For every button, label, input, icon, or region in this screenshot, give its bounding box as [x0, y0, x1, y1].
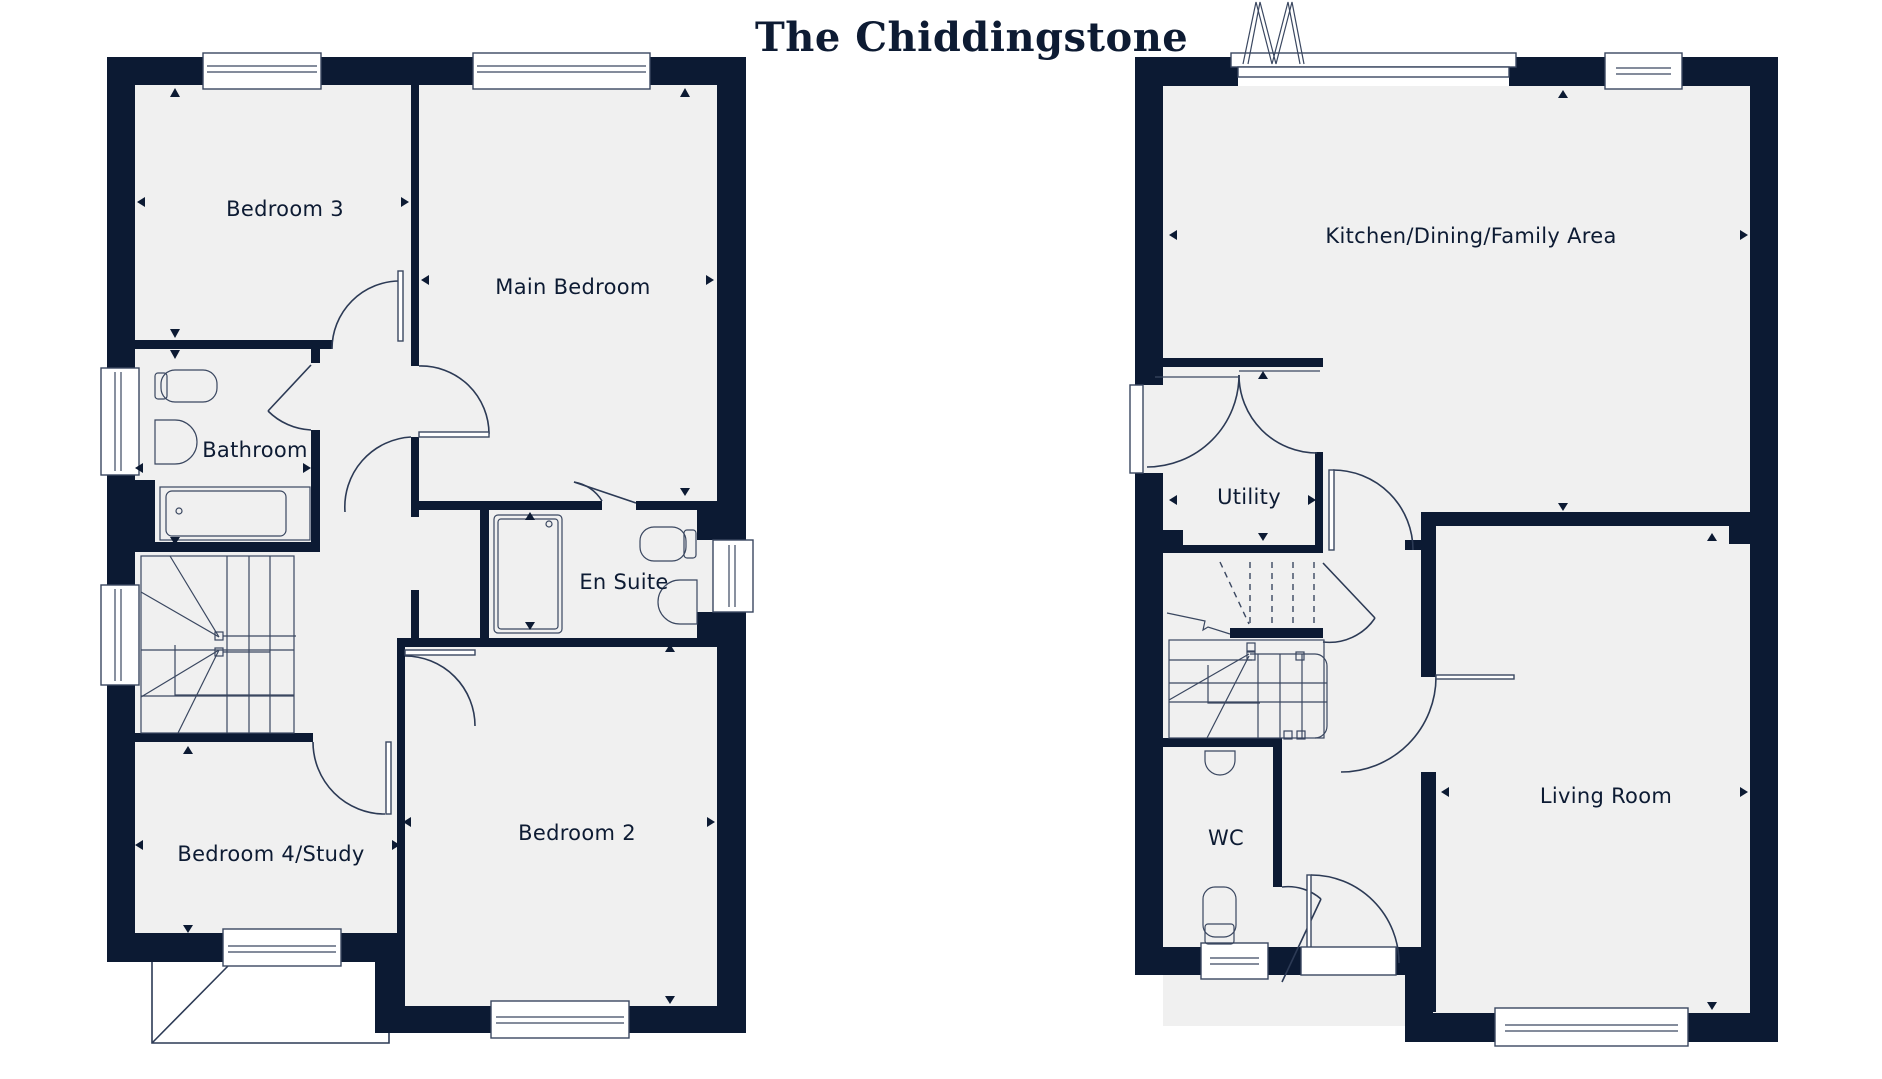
room-label-bathroom: Bathroom: [202, 438, 308, 462]
plan-title: The Chiddingstone: [755, 14, 1189, 61]
dimension-arrows-ground: [1169, 90, 1748, 1010]
room-label-wc: WC: [1208, 826, 1244, 850]
room-label-bedroom3: Bedroom 3: [226, 197, 344, 221]
first-floor-plan: Bedroom 3 Main Bedroom Bathroom En Suite…: [100, 52, 754, 1044]
room-label-utility: Utility: [1217, 485, 1281, 509]
room-label-en-suite: En Suite: [579, 570, 668, 594]
room-label-kitchen: Kitchen/Dining/Family Area: [1325, 224, 1616, 248]
room-label-main-bedroom: Main Bedroom: [495, 275, 650, 299]
ground-floor-plan: Kitchen/Dining/Family Area Utility WC Li…: [1129, 1, 1778, 1047]
dimension-arrows: [135, 88, 715, 1004]
room-label-living: Living Room: [1540, 784, 1672, 808]
room-label-bedroom4: Bedroom 4/Study: [177, 842, 364, 866]
room-label-bedroom2: Bedroom 2: [518, 821, 636, 845]
